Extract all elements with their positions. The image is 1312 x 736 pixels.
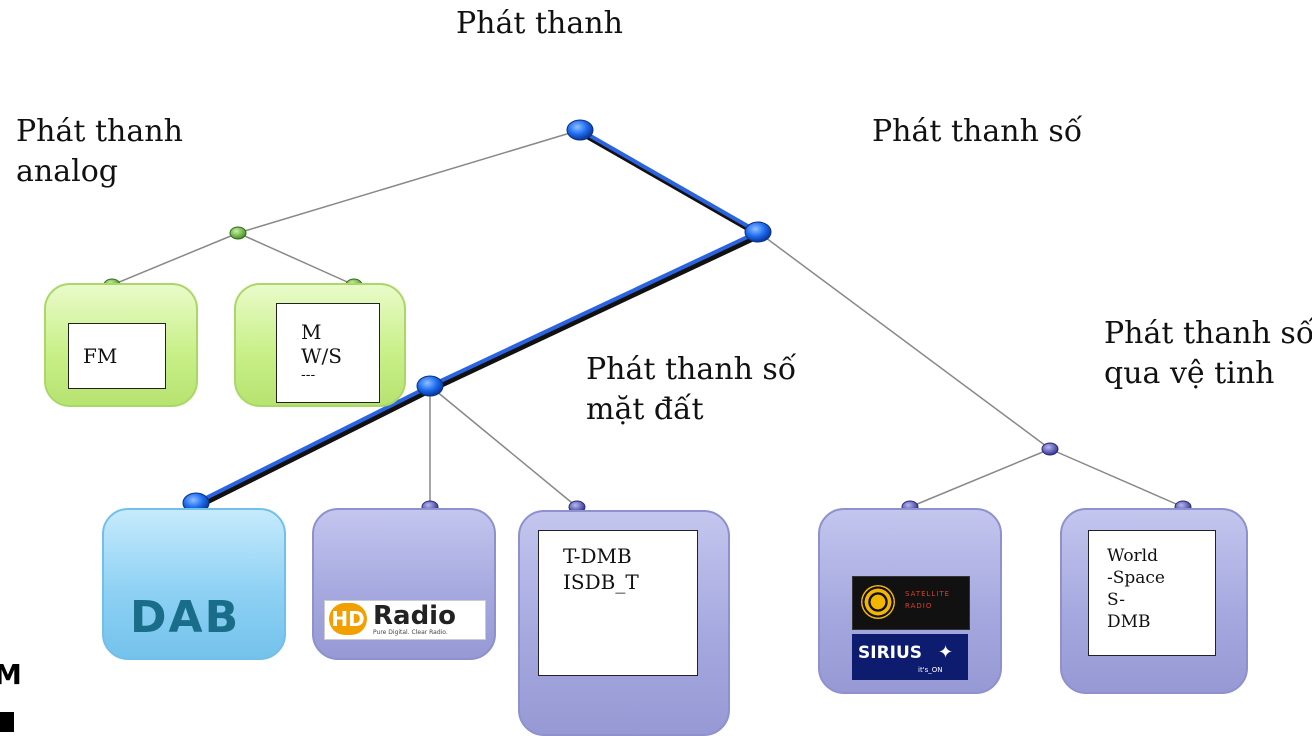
tdmb-box: T-DMB ISDB_T [518,510,730,736]
worldspace-text-line1: World [1107,546,1158,566]
terrestrial-label: Phát thanh số mặt đất [586,350,796,430]
satellite-label: Phát thanh số qua vệ tinh [1104,314,1312,394]
satellite-label-line2: qua vệ tinh [1104,356,1275,391]
edge-text-fragment [0,712,14,732]
tdmb-card: T-DMB ISDB_T [538,530,698,676]
hd-radio-logo: HD Radio Pure Digital. Clear Radio. [324,600,486,640]
digital-label: Phát thanh số [872,114,1083,149]
hd-word: Radio [373,601,456,631]
edge-root-analog [237,129,581,234]
mws-text-line2: W/S [301,344,342,368]
edge-satellite-xm [909,448,1051,508]
highlight-path [195,128,763,505]
dog-icon: ✦ [938,642,954,663]
mws-box: M W/S --- [234,283,406,407]
edge-analog-mws [237,232,355,286]
edge-analog-fm [111,232,239,286]
node-digital [744,221,772,243]
node-satellite [1041,442,1059,456]
terrestrial-label-line1: Phát thanh số [586,352,797,387]
worldspace-text-line2: -Space [1107,568,1165,588]
xm-mark-icon [861,585,895,619]
xm-text-line2: RADIO [905,602,933,610]
fm-text: FM [83,344,118,368]
dab-box: DAB [102,508,286,660]
satellite-label-line1: Phát thanh số [1104,316,1312,351]
terrestrial-label-line2: mặt đất [586,392,704,427]
edge-text-letter: M [0,658,22,691]
edge-terrestrial-tdmb [429,385,578,508]
mws-text-line3: --- [301,367,316,383]
hd-tagline: Pure Digital. Clear Radio. [373,629,448,636]
fm-box: FM [44,283,198,407]
hd-mark: HD [329,603,367,635]
mws-text-line1: M [301,320,322,344]
edge-satellite-world [1049,448,1184,508]
sirius-word: SIRIUS [858,643,923,663]
sirius-tagline: it's_ON [918,666,943,674]
worldspace-text-line3: S- [1107,590,1126,610]
xm-text-line1: SATELLITE [905,590,951,598]
fm-card: FM [68,323,166,389]
mws-card: M W/S --- [276,303,380,403]
edge-digital-satellite [757,231,1051,450]
hd-radio-box: HD Radio Pure Digital. Clear Radio. [312,508,496,660]
worldspace-box: World -Space S- DMB [1060,508,1248,694]
root-label: Phát thanh [456,6,623,41]
sirius-logo: SIRIUS ✦ it's_ON [852,634,968,680]
analog-label: Phát thanh analog [16,112,183,192]
analog-label-line1: Phát thanh [16,114,183,149]
xm-sirius-box: SATELLITE RADIO SIRIUS ✦ it's_ON [818,508,1002,694]
tdmb-text-line2: ISDB_T [563,570,639,594]
xm-logo: SATELLITE RADIO [852,576,970,630]
node-root [566,119,594,141]
node-analog [229,226,247,240]
worldspace-text-line4: DMB [1107,612,1151,632]
node-terrestrial [416,375,444,397]
dab-logo: DAB [130,592,241,643]
tdmb-text-line1: T-DMB [563,544,632,568]
analog-label-line2: analog [16,154,118,189]
worldspace-card: World -Space S- DMB [1088,530,1216,656]
